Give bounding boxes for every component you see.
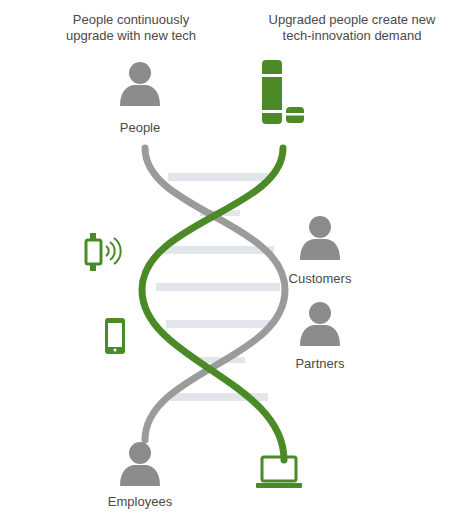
watch-icon	[86, 233, 121, 271]
person-label: Employees	[108, 494, 172, 510]
person-label: People	[120, 120, 160, 136]
phone-icon	[105, 318, 125, 354]
green-strand	[142, 148, 284, 460]
top-note: Upgraded people create new tech-innovati…	[264, 12, 440, 44]
grey-strand	[145, 148, 285, 440]
person-icon	[300, 302, 340, 346]
speaker-icon	[262, 60, 304, 124]
person-label: Customers	[289, 271, 352, 287]
person-icon	[120, 442, 160, 486]
person-icon	[120, 62, 160, 106]
person-label: Partners	[295, 356, 344, 372]
person-icon	[300, 216, 340, 260]
laptop-icon	[256, 457, 302, 488]
top-note: People continuously upgrade with new tec…	[61, 12, 201, 44]
